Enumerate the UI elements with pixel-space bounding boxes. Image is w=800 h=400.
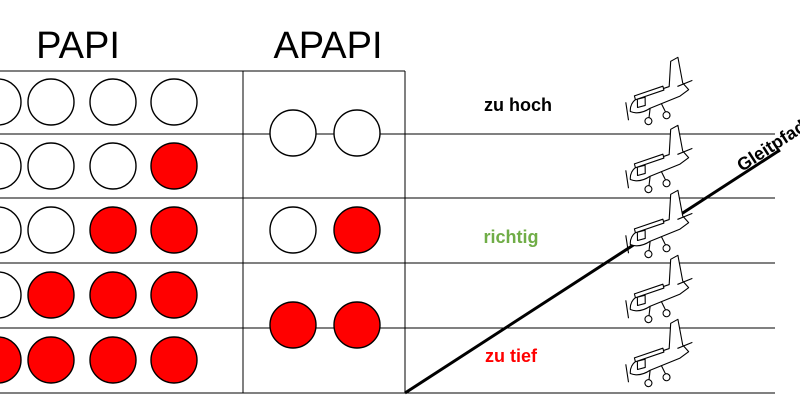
red-lamp bbox=[0, 336, 22, 384]
red-lamp bbox=[269, 301, 317, 349]
red-lamp bbox=[150, 271, 198, 319]
apapi-lamps bbox=[269, 109, 381, 349]
red-lamp bbox=[89, 271, 137, 319]
aircraft-icon bbox=[615, 187, 702, 263]
glide-path-label: Gleitpfad bbox=[733, 116, 800, 175]
white-lamp bbox=[0, 271, 22, 319]
red-lamp bbox=[27, 271, 75, 319]
glide-path-line bbox=[404, 148, 781, 395]
white-lamp bbox=[0, 142, 22, 190]
red-lamp bbox=[27, 336, 75, 384]
white-lamp bbox=[0, 78, 22, 126]
white-lamp bbox=[269, 109, 317, 157]
red-lamp bbox=[89, 336, 137, 384]
status-too-low: zu tief bbox=[485, 346, 538, 366]
white-lamp bbox=[0, 206, 22, 254]
white-lamp bbox=[89, 142, 137, 190]
apapi-heading: APAPI bbox=[273, 25, 382, 67]
status-correct: richtig bbox=[483, 227, 538, 247]
white-lamp bbox=[333, 109, 381, 157]
papi-lamps bbox=[0, 78, 198, 384]
red-lamp bbox=[333, 206, 381, 254]
white-lamp bbox=[150, 78, 198, 126]
white-lamp bbox=[89, 78, 137, 126]
white-lamp bbox=[27, 206, 75, 254]
white-lamp bbox=[27, 142, 75, 190]
papi-heading: PAPI bbox=[36, 25, 120, 67]
red-lamp bbox=[89, 206, 137, 254]
red-lamp bbox=[150, 142, 198, 190]
red-lamp bbox=[333, 301, 381, 349]
status-too-high: zu hoch bbox=[484, 95, 552, 115]
aircraft-icon bbox=[615, 54, 702, 130]
red-lamp bbox=[150, 206, 198, 254]
red-lamp bbox=[150, 336, 198, 384]
aircraft-icon bbox=[615, 252, 702, 328]
table-grid bbox=[0, 70, 775, 394]
white-lamp bbox=[27, 78, 75, 126]
white-lamp bbox=[269, 206, 317, 254]
